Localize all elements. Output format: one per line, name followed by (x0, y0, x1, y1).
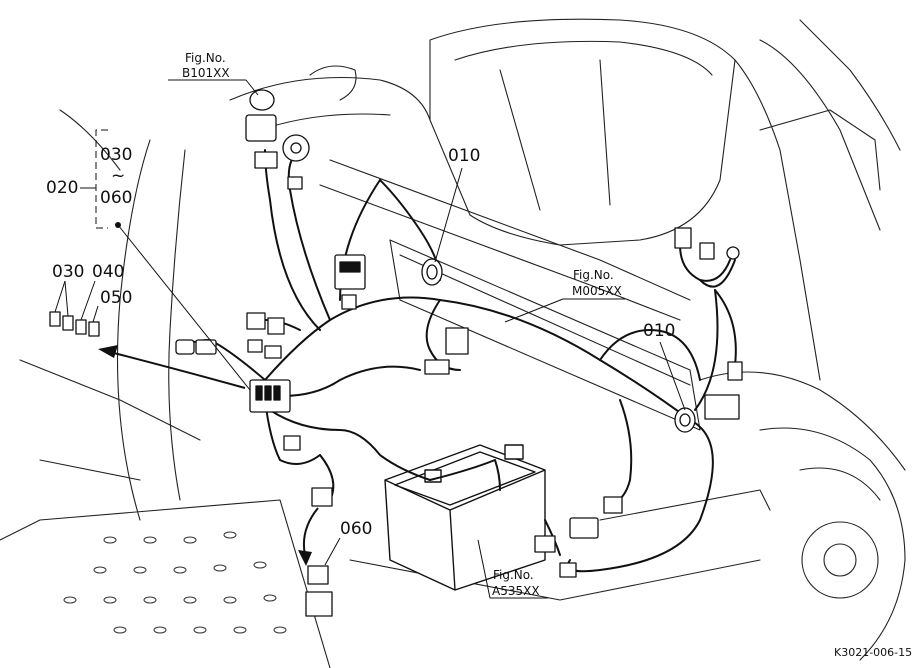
fuse-040 (62, 315, 74, 331)
components (49, 89, 743, 617)
leader-lines (54, 79, 686, 599)
fuse-050 (75, 319, 87, 335)
battery-connector-4 (559, 562, 577, 578)
fig-ref-m005-line1: Fig.No. (573, 268, 614, 282)
relay-3 (247, 339, 263, 353)
plug-060-top (311, 487, 333, 507)
fuse-050b (88, 321, 100, 337)
left-connector (175, 339, 195, 355)
fig-ref-m005-line2: M005XX (572, 284, 622, 298)
battery (384, 444, 546, 591)
arrow-to-fuses (98, 345, 246, 389)
key-switch-knob (249, 89, 275, 111)
fig-ref-a535-line2: A535XX (492, 584, 540, 598)
center-switch (445, 327, 469, 355)
part-label-030-group: 030 (100, 145, 132, 165)
deck-tread-pattern (63, 531, 287, 634)
battery-connector-2 (603, 496, 623, 514)
battery-connector-1 (569, 517, 599, 539)
right-plug-1 (674, 227, 692, 249)
arrow-to-relay-060 (298, 507, 319, 566)
fig-ref-a535-line1: Fig.No. (493, 568, 534, 582)
part-label-010-right: 010 (643, 321, 675, 341)
relay-060-socket (305, 591, 333, 617)
fig-ref-b101-line1: Fig.No. (185, 51, 226, 65)
battery-connector-3 (534, 535, 556, 553)
part-label-020: 020 (46, 178, 78, 198)
fig-ref-b101-line2: B101XX (182, 66, 230, 80)
fuse-030 (49, 311, 61, 327)
relay-1 (246, 312, 266, 330)
part-label-050: 050 (100, 288, 132, 308)
key-switch (245, 114, 277, 142)
relay-060 (307, 565, 329, 585)
ground-terminal (726, 246, 740, 260)
relay-4 (264, 345, 282, 359)
part-label-060: 060 (340, 519, 372, 539)
key-switch-plug (254, 151, 278, 169)
right-plug-2 (699, 242, 715, 260)
relay-2 (267, 317, 285, 335)
right-plug-3 (727, 361, 743, 381)
leader-dot (115, 222, 121, 228)
part-label-tilde: ~ (111, 166, 125, 186)
part-label-030: 030 (52, 262, 84, 282)
part-label-060-group: 060 (100, 188, 132, 208)
starter-relay (704, 394, 740, 420)
part-label-040: 040 (92, 262, 124, 282)
part-label-010-top: 010 (448, 146, 480, 166)
drawing-code: K3021-006-15 (834, 646, 912, 659)
